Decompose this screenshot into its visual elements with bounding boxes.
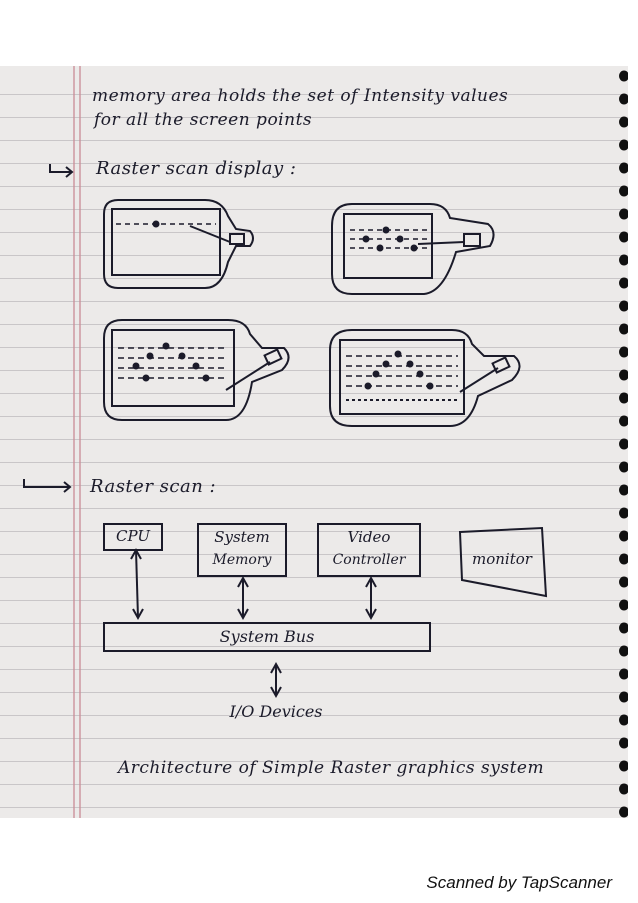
raster-monitor-sketch-2 xyxy=(331,203,495,295)
diagram-caption: Architecture of Simple Raster graphics s… xyxy=(118,758,545,778)
system-memory-label-1: System xyxy=(214,528,270,546)
notes-line-2: for all the screen points xyxy=(94,110,313,130)
binding-hole xyxy=(619,576,628,588)
video-controller-box xyxy=(317,523,421,577)
arrow-bullet-icon xyxy=(49,164,74,178)
binding-hole xyxy=(619,369,628,381)
system-bus-box xyxy=(103,622,431,652)
binding-hole xyxy=(619,599,628,611)
heading-raster-scan: Raster scan : xyxy=(90,476,217,497)
binding-hole xyxy=(619,553,628,565)
cpu-box xyxy=(103,523,163,551)
binding-hole xyxy=(619,415,628,427)
binding-hole xyxy=(619,737,628,749)
binding-hole xyxy=(619,116,628,128)
binding-hole xyxy=(619,323,628,335)
binding-hole xyxy=(619,806,628,818)
video-controller-label-2: Controller xyxy=(332,552,406,568)
video-controller-label-1: Video xyxy=(347,528,391,546)
binding-hole xyxy=(619,300,628,312)
notes-line-1: memory area holds the set of Intensity v… xyxy=(92,86,509,106)
binding-hole xyxy=(619,70,628,82)
monitor-shape xyxy=(458,526,548,598)
binding-hole xyxy=(619,507,628,519)
binding-hole xyxy=(619,277,628,289)
raster-monitor-sketch-4 xyxy=(329,329,521,427)
binding-hole xyxy=(619,668,628,680)
notebook-paper: memory area holds the set of Intensity v… xyxy=(0,66,628,818)
binding-hole xyxy=(619,530,628,542)
cpu-label: CPU xyxy=(116,527,150,545)
binding-hole xyxy=(619,461,628,473)
arrow-bullet-icon xyxy=(23,479,72,493)
raster-monitor-sketch-1 xyxy=(103,199,254,289)
raster-monitor-sketch-3 xyxy=(103,319,290,421)
binding-hole xyxy=(619,392,628,404)
binding-hole xyxy=(619,645,628,657)
scanner-watermark: Scanned by TapScanner xyxy=(426,873,612,892)
binding-hole xyxy=(619,93,628,105)
binding-hole xyxy=(619,622,628,634)
bus-arrows xyxy=(130,547,377,699)
binding-hole xyxy=(619,760,628,772)
monitor-label: monitor xyxy=(472,550,532,568)
binding-hole xyxy=(619,783,628,795)
binding-hole xyxy=(619,484,628,496)
binding-hole xyxy=(619,254,628,266)
heading-raster-scan-display: Raster scan display : xyxy=(96,158,297,179)
system-memory-box xyxy=(197,523,287,577)
binding-hole xyxy=(619,346,628,358)
binding-hole xyxy=(619,438,628,450)
binding-hole xyxy=(619,139,628,151)
binding-hole xyxy=(619,185,628,197)
binding-hole xyxy=(619,231,628,243)
io-devices-label: I/O Devices xyxy=(229,702,323,721)
binding-hole xyxy=(619,714,628,726)
binding-hole xyxy=(619,691,628,703)
sketch-layer xyxy=(23,66,628,818)
spiral-binding xyxy=(619,70,628,818)
binding-hole xyxy=(619,162,628,174)
system-memory-label-2: Memory xyxy=(212,552,272,568)
system-bus-label: System Bus xyxy=(219,627,315,646)
binding-hole xyxy=(619,208,628,220)
